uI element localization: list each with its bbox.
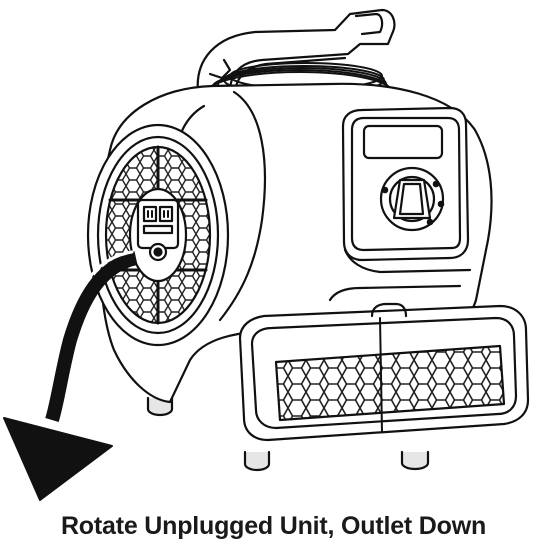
rubber-feet xyxy=(146,396,430,472)
rotate-down-arrow-icon xyxy=(3,250,138,501)
front-outlet-frame xyxy=(238,302,530,442)
caption-text: Rotate Unplugged Unit, Outlet Down xyxy=(60,512,487,540)
air-mover-illustration xyxy=(3,8,530,501)
control-panel xyxy=(341,106,470,262)
gfci-outlet xyxy=(136,198,180,262)
